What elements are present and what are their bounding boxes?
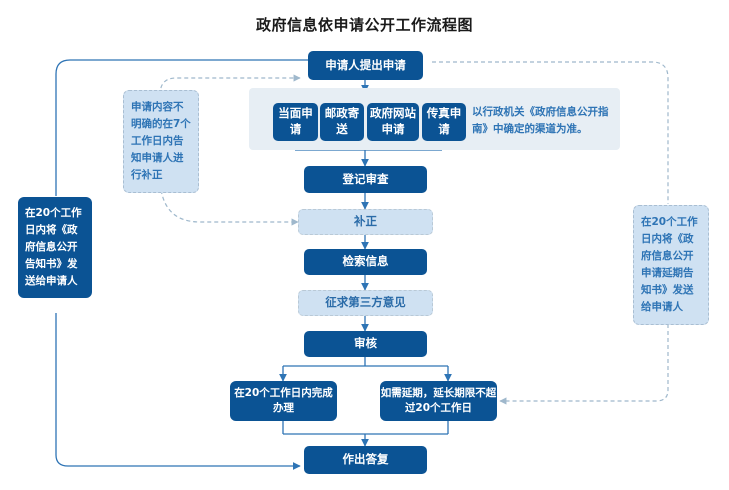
channel-in-person-label: 当面申请 [278,106,313,136]
channel-government-website[interactable]: 政府网站申请 [367,103,419,141]
channel-government-website-label: 政府网站申请 [370,106,416,136]
channel-guide-note: 以行政机关《政府信息公开指南》中确定的渠道为准。 [472,106,609,135]
node-examination[interactable]: 审核 [304,331,427,357]
channel-fax[interactable]: 传真申请 [422,103,466,141]
channel-postal[interactable]: 邮政寄送 [320,103,364,141]
node-third-party-opinion-label: 征求第三方意见 [325,295,406,310]
node-retrieve-information[interactable]: 检索信息 [304,249,427,275]
node-correction[interactable]: 补正 [298,209,433,235]
node-start[interactable]: 申请人提出申请 [308,51,423,80]
node-registration-review-label: 登记审查 [342,171,389,186]
node-examination-label: 审核 [354,336,377,351]
node-third-party-opinion[interactable]: 征求第三方意见 [298,290,433,316]
channel-fax-label: 传真申请 [426,106,462,136]
node-reply-label: 作出答复 [342,452,389,467]
node-retrieve-information-label: 检索信息 [342,254,389,269]
branch-extension-label: 如需延期，延长期限不超过20个工作日 [380,386,497,414]
branch-complete-within-20-days[interactable]: 在20个工作日内完成办理 [230,381,337,421]
node-correction-label: 补正 [354,214,377,229]
channel-postal-label: 邮政寄送 [324,106,360,136]
branch-extension[interactable]: 如需延期，延长期限不超过20个工作日 [380,381,497,421]
page-title: 政府信息依申请公开工作流程图 [255,16,473,34]
node-reply[interactable]: 作出答复 [304,446,427,474]
node-registration-review[interactable]: 登记审查 [304,166,427,193]
annotation-right-callout: 在20个工作日内将《政府信息公开申请延期告知书》发送给申请人 [633,205,709,325]
branch-complete-within-20-days-label: 在20个工作日内完成办理 [234,386,333,414]
channel-in-person[interactable]: 当面申请 [273,103,318,141]
annotation-left-callout: 在20个工作日内将《政府信息公开告知书》发送给申请人 [18,197,92,298]
node-start-label: 申请人提出申请 [325,57,406,72]
annotation-correction-note: 申请内容不明确的在7个工作日内告知申请人进行补正 [123,90,199,193]
